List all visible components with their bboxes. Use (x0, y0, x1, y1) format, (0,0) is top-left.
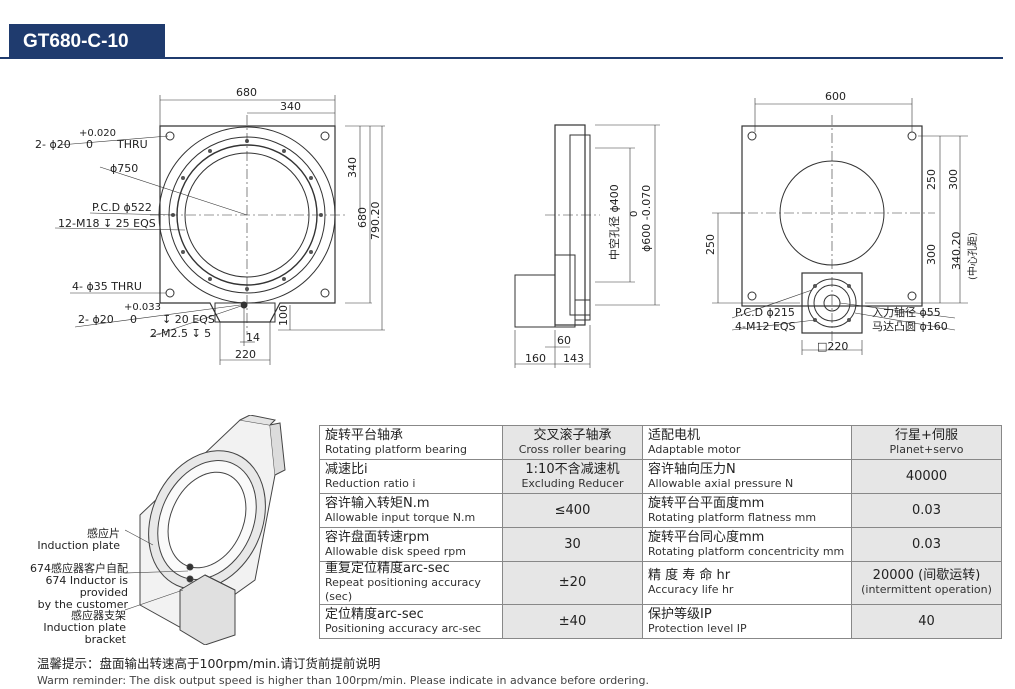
center-hole-label: (中心孔距) (966, 232, 979, 280)
spec-value: 40 (851, 604, 1002, 639)
spec-value: ≤400 (502, 493, 643, 528)
bore-600: ϕ600 -0.070 (640, 185, 653, 252)
depth-20-eqs: ↧ 20 EQS (162, 313, 215, 326)
induction-plate-zh: 感应片 (87, 527, 120, 540)
inductor-en1: 674 Inductor is provided (45, 574, 128, 599)
dim-680-v: 680 (356, 207, 369, 228)
spec-value: 30 (502, 527, 643, 562)
dim-340-20: 340.20 (950, 232, 963, 271)
dim-300-a: 300 (947, 169, 960, 190)
front-view-labels: 680 340 +0.020 2- ϕ20 0 THRU ϕ750 P.C.D … (35, 86, 979, 365)
dim-160: 160 (525, 352, 546, 365)
hole-2x-20: 2- ϕ20 (35, 138, 71, 151)
tol-lower-0: 0 (86, 138, 93, 151)
tol-upper-020: +0.020 (79, 128, 116, 139)
pcd-522: P.C.D ϕ522 (92, 201, 152, 214)
bore-400: 中空孔径 ϕ400 (607, 184, 621, 260)
back-view (712, 98, 968, 355)
dim-100: 100 (277, 305, 290, 326)
isometric-illustration (125, 415, 286, 645)
dim-220: 220 (235, 348, 256, 361)
spec-value: 0.03 (851, 527, 1002, 562)
dim-340: 340 (280, 100, 301, 113)
inductor-zh: 674感应器客户自配 (30, 562, 128, 575)
dim-250-b: 250 (704, 234, 717, 255)
pcd-215: P.C.D ϕ215 (735, 306, 795, 319)
dim-143: 143 (563, 352, 584, 365)
bore-tol-zero: 0 (629, 211, 640, 217)
callout-bracket: 感应器支架 Induction plate bracket (0, 610, 126, 646)
callout-induction-plate: 感应片 Induction plate (20, 528, 120, 552)
dim-14: 14 (246, 331, 260, 344)
input-shaft: 入力轴径 ϕ55 (872, 305, 941, 319)
inductor-en2: by the customer (37, 598, 128, 611)
callout-inductor: 674感应器客户自配 674 Inductor is provided by t… (0, 563, 128, 611)
dim-300-b: 300 (925, 244, 938, 265)
motor-boss: 马达凸圆 ϕ160 (872, 320, 948, 333)
side-view (514, 124, 660, 368)
thru-label: THRU (116, 138, 148, 151)
tol-upper-033: +0.033 (124, 302, 161, 313)
warm-reminder-zh: 温馨提示：盘面输出转速高于100rpm/min.请订货前提前说明 (37, 656, 381, 671)
dim-680: 680 (236, 86, 257, 99)
dim-790: 790.20 (369, 202, 382, 241)
spec-value: ±40 (502, 604, 643, 639)
dim-600: 600 (825, 90, 846, 103)
technical-drawings (54, 95, 968, 368)
thread-12-m18: 12-M18 ↧ 25 EQS (58, 217, 156, 230)
bracket-en: Induction plate bracket (43, 621, 126, 646)
warm-reminder-en: Warm reminder: The disk output speed is … (37, 674, 649, 687)
hole-2x-20-b: 2- ϕ20 (78, 313, 114, 326)
spec-value: ±20 (502, 561, 643, 605)
dia-750: ϕ750 (110, 162, 138, 175)
induction-plate-en: Induction plate (37, 539, 120, 552)
title-bar: GT680-C-10 (0, 24, 1003, 59)
front-view (54, 95, 385, 365)
spec-value: 0.03 (851, 493, 1002, 528)
dim-250-a: 250 (925, 169, 938, 190)
thread-m25: 2-M2.5 ↧ 5 (150, 327, 211, 340)
dim-60: 60 (557, 334, 571, 347)
model-title: GT680-C-10 (9, 24, 165, 59)
dim-340-v: 340 (346, 157, 359, 178)
hole-4x-35: 4- ϕ35 THRU (72, 280, 142, 293)
tol-lower-0-b: 0 (130, 313, 137, 326)
bracket-zh: 感应器支架 (71, 609, 126, 622)
spec-value: 40000 (851, 459, 1002, 494)
spec-value: 20000 (间歇运转)(intermittent operation) (851, 561, 1002, 605)
thread-m12: 4-M12 EQS (735, 320, 796, 333)
square-220: □220 (817, 340, 848, 353)
